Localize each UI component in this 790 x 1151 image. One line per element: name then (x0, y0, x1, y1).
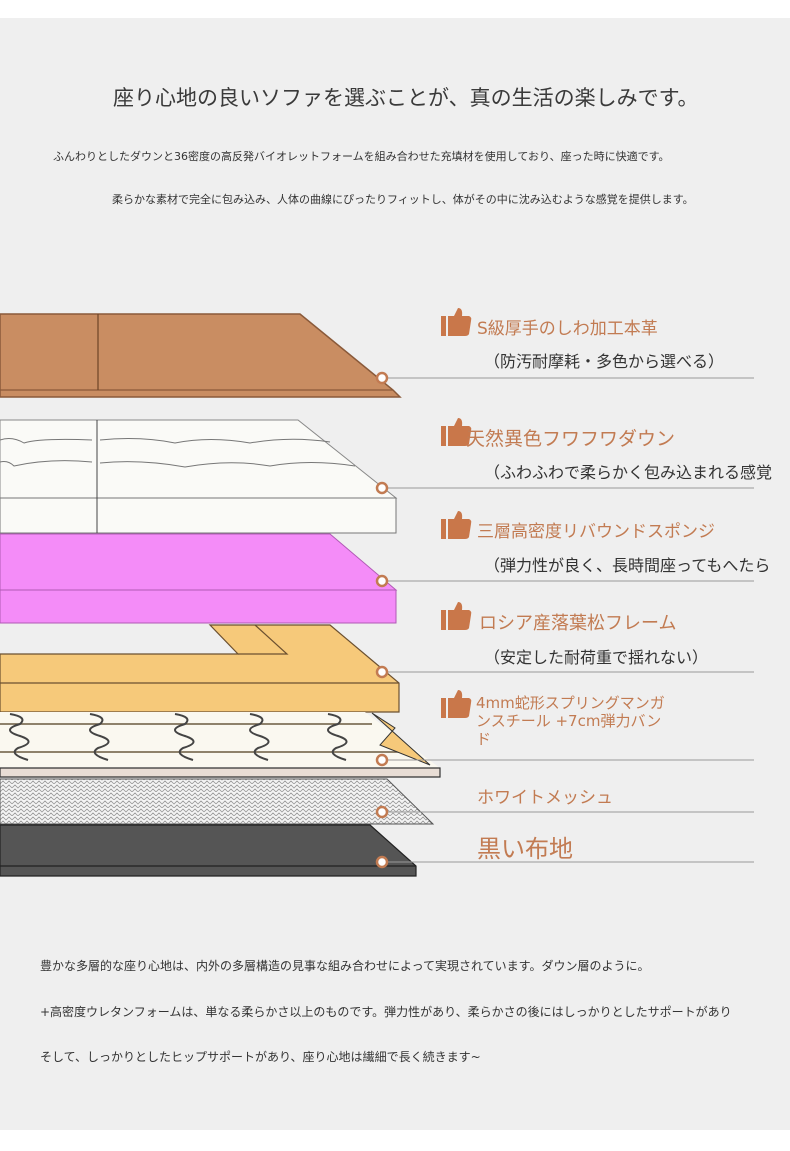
down-layer (0, 419, 398, 534)
marker-dot (375, 481, 389, 495)
layer-subtitle-frame: （安定した耐荷重で揺れない） (484, 648, 709, 667)
leather-layer (0, 313, 402, 398)
footer-text-2: +高密度ウレタンフォームは、単なる柔らかさ以上のものです。弾力性があり、柔らかさ… (40, 1005, 732, 1019)
layer-title-frame: ロシア産落葉松フレーム (479, 613, 677, 634)
marker-dot (375, 574, 389, 588)
marker-dot (375, 753, 389, 767)
thumbs-up-icon (441, 602, 472, 630)
footer-text-1: 豊かな多層的な座り心地は、内外の多層構造の見事な組み合わせによって実現されていま… (40, 959, 650, 973)
marker-dot (375, 855, 389, 869)
layer-title-springs-line: ンスチール +7cm弾力バン (476, 712, 662, 730)
layer-title-black-fabric: 黒い布地 (477, 835, 573, 863)
layer-subtitle-down: （ふわふわで柔らかく包み込まれる感覚 (484, 463, 773, 482)
thumbs-up-icons (441, 308, 472, 718)
intro-text-2: 柔らかな素材で完全に包み込み、人体の曲線にぴったりフィットし、体がその中に沈み込… (112, 193, 694, 206)
layer-title-sponge: 三層高密度リバウンドスポンジ (477, 522, 715, 542)
marker-dot (375, 805, 389, 819)
frame-layer (0, 624, 400, 713)
layer-subtitle-sponge: （弾力性が良く、長時間座ってもへたら (484, 556, 771, 575)
layer-title-down: 天然異色フワフワダウン (466, 428, 676, 450)
spring-layer (0, 712, 441, 778)
marker-dot (375, 371, 389, 385)
thumbs-up-icon (441, 511, 472, 539)
mesh-layer (0, 778, 435, 825)
marker-dot (375, 665, 389, 679)
sponge-layer (0, 533, 398, 624)
black-fabric-layer (0, 824, 417, 877)
layer-title-springs-line: 4mm蛇形スプリングマンガ (476, 694, 665, 712)
intro-text-1: ふんわりとしたダウンと36密度の高反発バイオレットフォームを組み合わせた充填材を… (53, 150, 670, 163)
layer-title-mesh: ホワイトメッシュ (477, 788, 613, 808)
thumbs-up-icon (441, 418, 472, 446)
layer-title-leather: S級厚手のしわ加工本革 (477, 319, 658, 339)
thumbs-up-icon (441, 690, 472, 718)
layer-title-springs-line: ド (476, 730, 492, 748)
footer-text-3: そして、しっかりとしたヒップサポートがあり、座り心地は繊細で長く続きます~ (40, 1050, 481, 1064)
layer-title-springs: 4mm蛇形スプリングマンガ ンスチール +7cm弾力バン ド (476, 694, 665, 748)
layer-subtitle-leather: （防汚耐摩耗・多色から選べる） (484, 352, 725, 371)
thumbs-up-icon (441, 308, 472, 336)
headline: 座り心地の良いソファを選ぶことが、真の生活の楽しみです。 (113, 86, 699, 110)
